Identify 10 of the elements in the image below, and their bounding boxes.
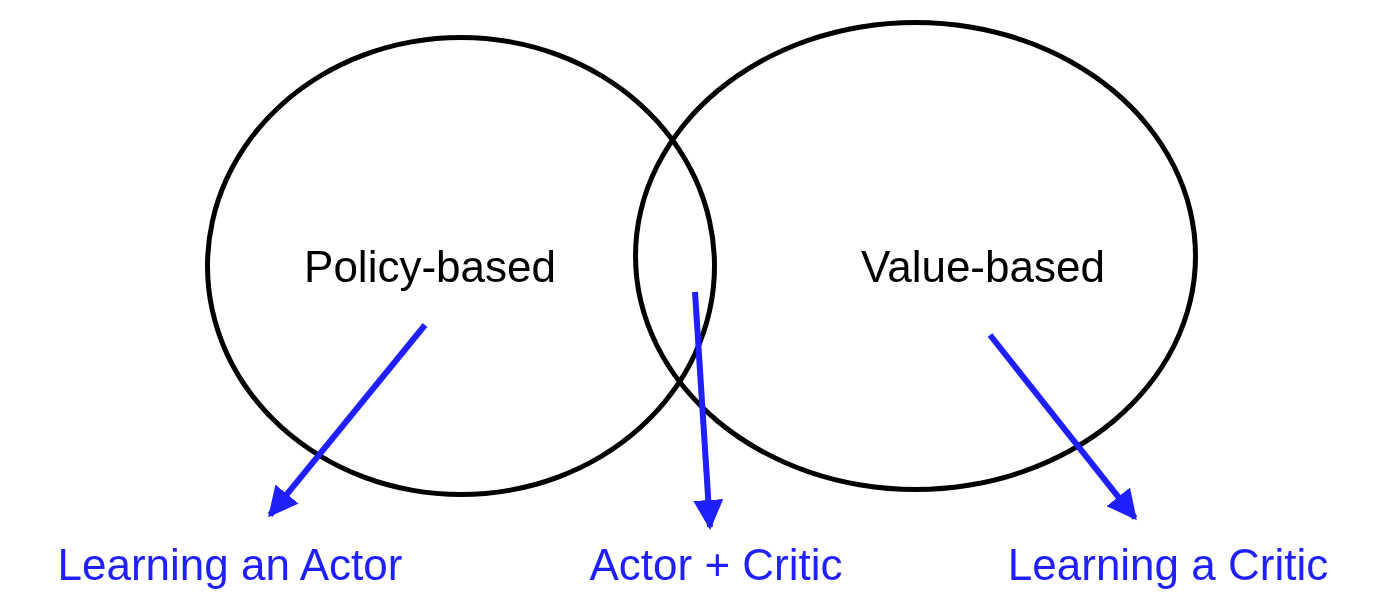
- arrow: [987, 333, 1138, 521]
- circle-label: Policy-based: [304, 242, 556, 292]
- circle: [205, 35, 717, 497]
- outcome-label: Learning a Critic: [1007, 540, 1329, 590]
- outcome-label: Learning an Actor: [57, 540, 403, 590]
- arrow: [692, 291, 724, 530]
- arrow: [267, 323, 428, 518]
- circle-label: Value-based: [861, 242, 1105, 292]
- circle: [633, 20, 1198, 492]
- outcome-label: Actor + Critic: [589, 540, 843, 590]
